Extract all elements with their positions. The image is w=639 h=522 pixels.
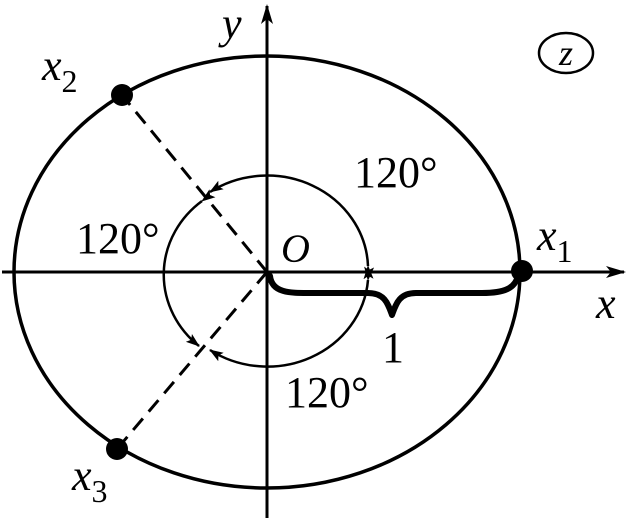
angle-arc-left: [162, 189, 216, 347]
x1-label: x1: [536, 211, 573, 269]
x-axis-label: x: [595, 279, 616, 328]
origin-label: O: [281, 226, 310, 271]
angle-label-bottom: 120°: [285, 368, 369, 417]
angle-label-left: 120°: [76, 214, 160, 263]
plane-label: z: [558, 33, 573, 73]
radius-brace: [267, 273, 521, 318]
y-axis-label: y: [218, 0, 242, 48]
angle-arc-bottom: [209, 266, 375, 368]
point-x3: [106, 438, 128, 460]
angle-label-top: 120°: [354, 148, 438, 197]
x3-label: x3: [71, 451, 108, 509]
radius-label: 1: [382, 323, 404, 372]
plane-label-frame: [537, 31, 595, 75]
point-x1: [511, 260, 533, 282]
angle-arc-top: [209, 174, 374, 280]
x2-label: x2: [41, 41, 78, 99]
point-x2: [111, 84, 133, 106]
radius-to-x3: [115, 271, 269, 450]
